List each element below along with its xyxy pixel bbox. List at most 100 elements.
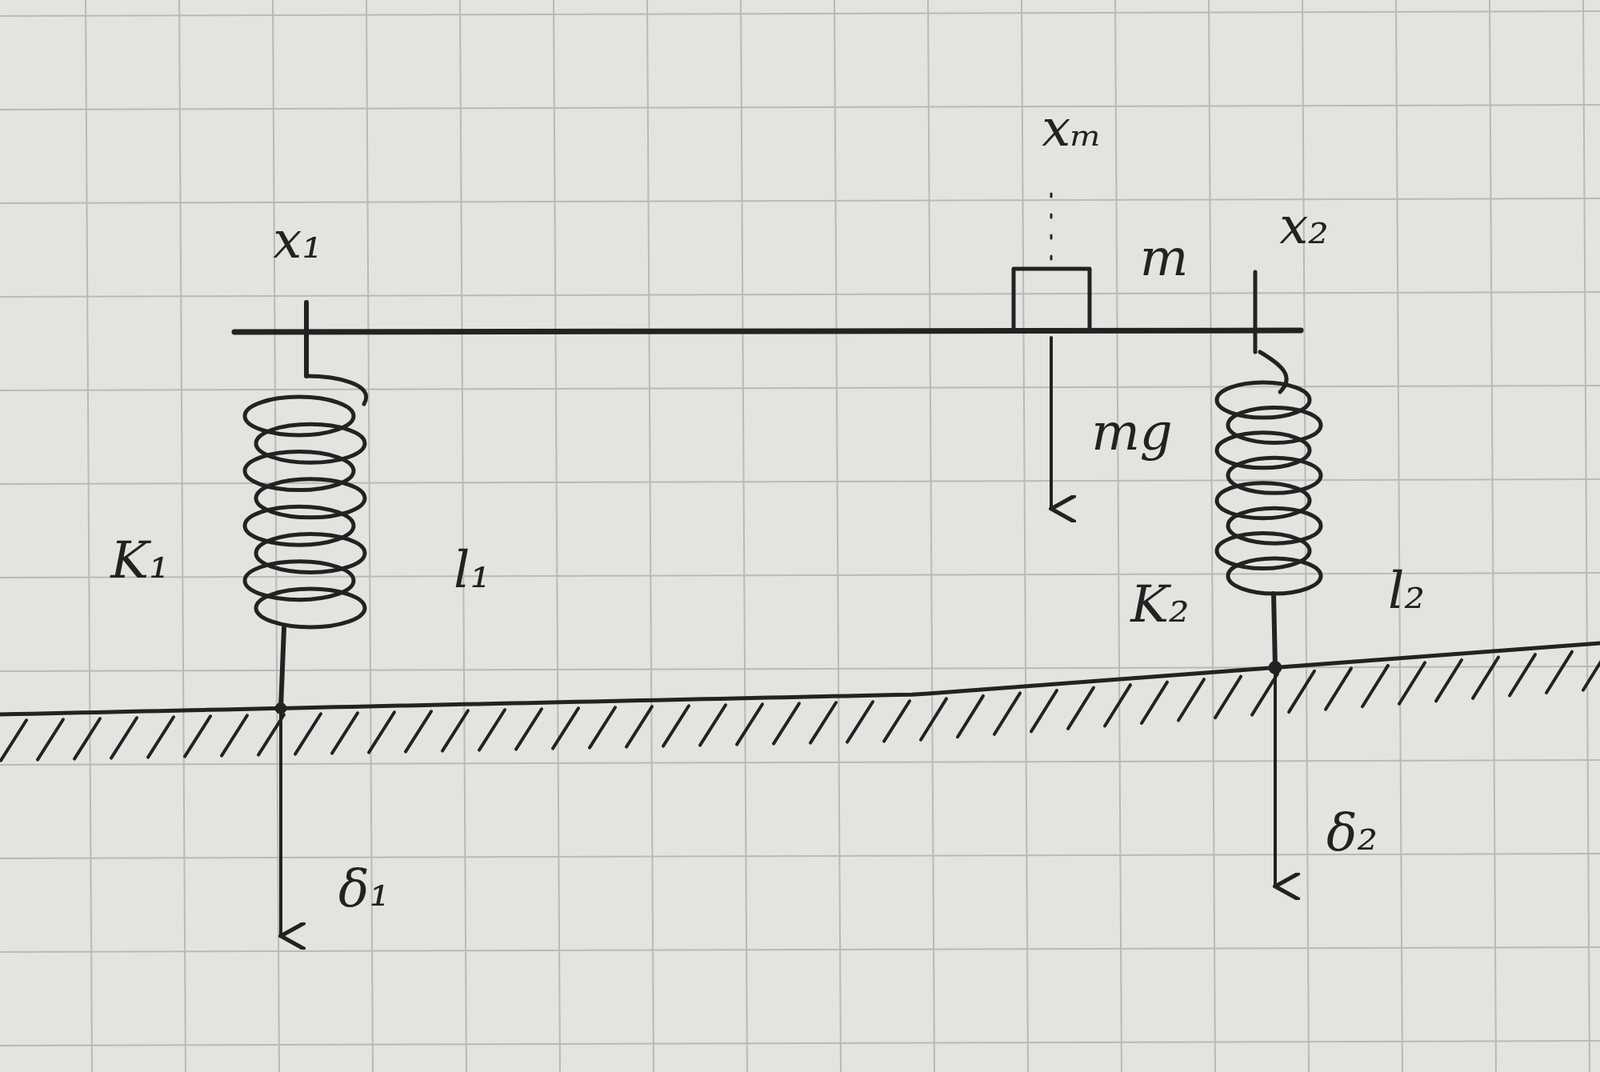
hatch-stroke [736, 704, 763, 744]
spring-coil [256, 479, 365, 518]
grid-line [1115, 0, 1122, 1072]
spring-hook [306, 376, 367, 404]
grid-line [0, 666, 1600, 672]
hatch-stroke [221, 715, 248, 756]
grid-line [0, 385, 1600, 391]
hatch-stroke [1546, 652, 1572, 693]
grid-line [553, 0, 560, 1072]
grid-line [928, 0, 935, 1072]
grid-line [740, 0, 748, 1072]
hatch-stroke [184, 716, 211, 756]
displacement-label: δ₁ [338, 862, 390, 914]
displacement-label: δ₂ [1326, 806, 1378, 858]
grid-line [0, 1040, 1600, 1046]
grid-line [179, 0, 186, 1072]
spring-coil [244, 396, 354, 436]
grid-line [0, 572, 1600, 578]
position-tick [1050, 193, 1053, 260]
hatch-stroke [1583, 648, 1600, 690]
position-label: x₁ [272, 214, 323, 266]
spring-coil [1216, 432, 1310, 468]
hatch-stroke [148, 716, 174, 757]
position-label: x₂ [1279, 200, 1329, 252]
grid-line [0, 104, 1600, 110]
grid-line [0, 760, 1600, 765]
stiffness-label: K₂ [1130, 578, 1189, 630]
hatch-stroke [111, 717, 137, 758]
hatch-stroke [516, 708, 542, 749]
grid-line [1396, 0, 1403, 1072]
position-tick [1253, 272, 1258, 352]
spring-coil [1216, 382, 1310, 418]
hatch-stroke [1288, 671, 1315, 712]
grid-line [1489, 0, 1496, 1072]
hatch-stroke [1436, 660, 1462, 701]
spring-coil [1228, 457, 1321, 493]
spring-rod [1273, 593, 1276, 668]
position-tick [304, 302, 309, 376]
hatch-stroke [1104, 684, 1131, 726]
mechanics-sketch [0, 193, 1600, 936]
grid-line [1208, 0, 1216, 1072]
hatch-stroke [405, 711, 432, 752]
grid-line [0, 479, 1600, 484]
hatch-stroke [1472, 657, 1499, 699]
hatch-stroke [626, 706, 652, 747]
hatch-stroke [810, 702, 836, 743]
hatch-stroke [589, 707, 616, 748]
spring-left [244, 396, 365, 628]
hatch-stroke [1068, 688, 1094, 729]
grid-line [0, 292, 1600, 297]
hatch-stroke [1399, 662, 1425, 704]
spring-rod [280, 628, 284, 708]
spring-hook [1260, 352, 1287, 392]
hatch-stroke [700, 704, 726, 745]
grid-line [1021, 0, 1028, 1072]
beam [234, 330, 1301, 332]
grid-line [0, 11, 1600, 16]
hatch-stroke [773, 703, 800, 744]
hatch-stroke [295, 713, 321, 754]
spring-coil [1228, 407, 1321, 443]
hatch-stroke [74, 718, 100, 759]
hatch-stroke [442, 710, 468, 751]
hatch-stroke [1325, 668, 1352, 709]
hatch-stroke [0, 720, 27, 760]
displacement-arrow [279, 708, 283, 936]
length-label: l₂ [1388, 564, 1425, 616]
hatch-stroke [884, 700, 910, 741]
hatch-stroke [994, 692, 1020, 734]
grid-line [834, 0, 841, 1072]
hatch-stroke [957, 696, 984, 737]
spring-coil [256, 533, 365, 572]
grid-line [85, 0, 92, 1072]
spring-coil [244, 506, 354, 545]
hatch-stroke [332, 712, 358, 753]
stiffness-label: K₁ [110, 534, 169, 586]
weight-arrow [1049, 337, 1053, 509]
grid-line [460, 0, 467, 1072]
grid-line [1583, 0, 1590, 1072]
grid-line [0, 947, 1600, 952]
hatch-stroke [920, 698, 947, 740]
spring-coil [1228, 558, 1321, 594]
spring-right [1216, 382, 1321, 594]
spring-coil [244, 561, 354, 600]
spring-coil [1216, 483, 1310, 519]
spring-coil [256, 424, 365, 463]
hatch-stroke [368, 712, 395, 752]
hatch-stroke [1178, 679, 1204, 720]
grid-line [0, 198, 1600, 204]
hatch-stroke [479, 709, 505, 750]
hatch-stroke [1031, 690, 1057, 732]
position-label: xₘ [1041, 102, 1102, 154]
hatch-stroke [1362, 665, 1388, 707]
force-label: mg [1091, 406, 1173, 458]
spring-coil [1228, 508, 1321, 544]
hatch-stroke [663, 705, 689, 746]
mass-block [1013, 268, 1090, 332]
spring-coil [256, 588, 365, 628]
hatch-stroke [37, 719, 64, 760]
